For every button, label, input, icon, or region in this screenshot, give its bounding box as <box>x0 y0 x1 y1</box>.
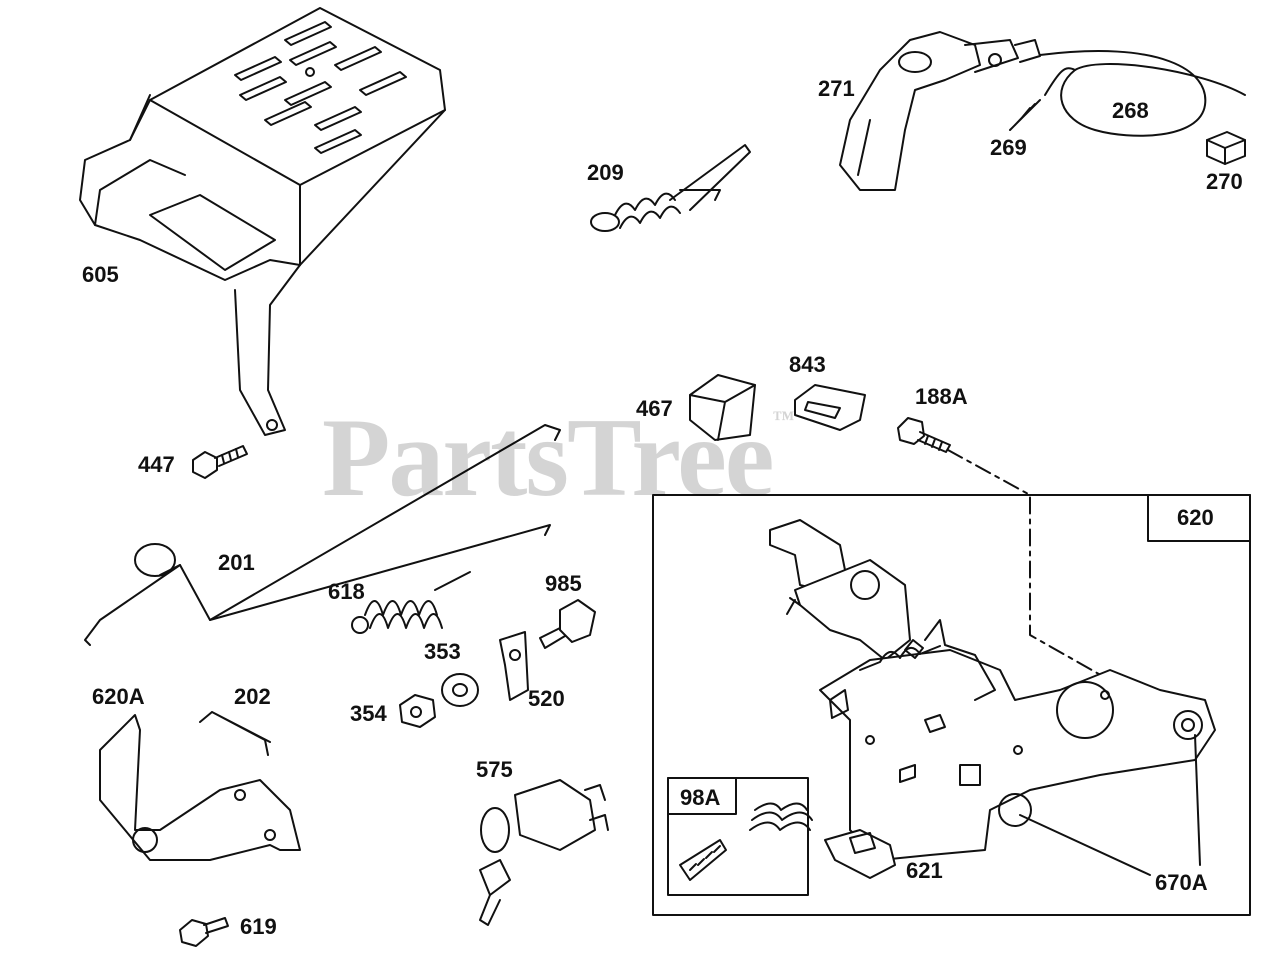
part-447-screw <box>192 445 248 479</box>
part-467-knob <box>689 374 756 441</box>
callout-269: 269 <box>990 135 1027 160</box>
callout-271: 271 <box>818 76 855 101</box>
callout-209: 209 <box>587 160 624 185</box>
callout-447: 447 <box>138 452 175 477</box>
part-202-link <box>199 711 271 756</box>
part-201-rod <box>84 424 561 646</box>
part-271-lever <box>839 31 1041 191</box>
watermark: PartsTree™ <box>322 396 795 520</box>
box-98A-subassembly <box>667 777 813 896</box>
part-619-screw <box>179 917 229 947</box>
callout-605: 605 <box>82 262 119 287</box>
callout-670A: 670A <box>1155 870 1208 895</box>
part-843-grip <box>794 384 866 431</box>
callout-268: 268 <box>1112 98 1149 123</box>
part-620A-bracket <box>99 714 301 861</box>
callout-354: 354 <box>350 701 387 726</box>
part-353-washer <box>441 673 479 707</box>
callout-201: 201 <box>218 550 255 575</box>
callout-353: 353 <box>424 639 461 664</box>
callout-985: 985 <box>545 571 582 596</box>
part-209-spring <box>590 144 751 232</box>
part-985-switch <box>539 599 596 649</box>
callout-202: 202 <box>234 684 271 709</box>
callout-270: 270 <box>1206 169 1243 194</box>
callout-620A: 620A <box>92 684 145 709</box>
part-621-clip <box>824 829 896 879</box>
part-575-key-switch <box>479 779 609 926</box>
part-270-nut <box>1206 131 1246 165</box>
callout-520: 520 <box>528 686 565 711</box>
callout-621: 621 <box>906 858 943 883</box>
part-268-269-cable <box>1009 50 1246 137</box>
callout-620: 620 <box>1177 505 1214 530</box>
leader-670A <box>1019 734 1201 876</box>
callout-188A: 188A <box>915 384 968 409</box>
callout-618: 618 <box>328 579 365 604</box>
part-354-nut <box>399 694 436 728</box>
part-618-spring <box>351 571 471 634</box>
callout-98A: 98A <box>680 785 721 810</box>
callout-843: 843 <box>789 352 826 377</box>
part-188A-bolt <box>897 417 951 453</box>
callout-619: 619 <box>240 914 277 939</box>
part-605-control-cover <box>79 7 446 436</box>
part-520-bracket <box>499 631 529 701</box>
callout-575: 575 <box>476 757 513 782</box>
callout-467: 467 <box>636 396 673 421</box>
box-620-assembly <box>652 494 1251 916</box>
part-620-control-assembly <box>769 519 1216 861</box>
